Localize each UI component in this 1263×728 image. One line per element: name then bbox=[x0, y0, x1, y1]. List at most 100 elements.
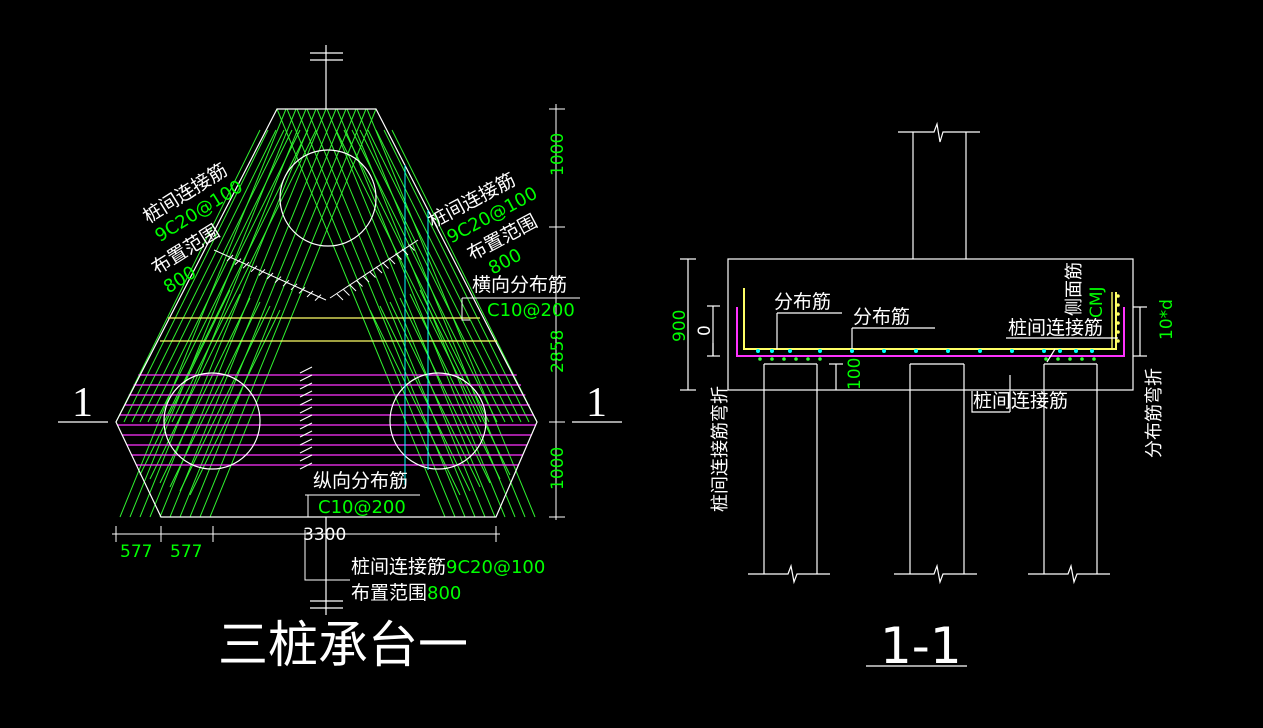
diag-rebar-line bbox=[375, 129, 522, 423]
section-mark-left: 1 bbox=[72, 380, 93, 426]
hatch-tick bbox=[299, 454, 313, 462]
cap-section-outline bbox=[727, 258, 1134, 391]
diag-rebar-line bbox=[171, 129, 317, 423]
hatch-tick bbox=[290, 283, 298, 291]
hatch-tick bbox=[343, 289, 350, 296]
dim-100: 100 bbox=[845, 358, 865, 390]
hatch-tick bbox=[299, 414, 313, 422]
column-break-line bbox=[898, 121, 980, 143]
rebar-dots-section bbox=[756, 294, 1120, 361]
hatch-tick bbox=[242, 261, 250, 269]
pile-right bbox=[389, 372, 487, 470]
diag-rebar-line bbox=[147, 129, 293, 423]
rebar-dot bbox=[1090, 349, 1094, 353]
dim-mid: 2858 bbox=[548, 330, 568, 373]
pile-cap-outline bbox=[115, 108, 538, 518]
label-tie-bottom: 桩间连接筋 bbox=[973, 390, 1068, 412]
rebar-dot bbox=[770, 349, 774, 353]
rebar-dot bbox=[850, 349, 854, 353]
label-side: 侧面筋 bbox=[1064, 262, 1085, 316]
diag-rebar-line bbox=[189, 108, 357, 518]
diag-rebar-line bbox=[335, 129, 482, 423]
diag-rebar-line bbox=[199, 108, 367, 518]
diag-rebar-line bbox=[209, 108, 377, 518]
hatch-tick bbox=[299, 462, 313, 470]
diag-rebar-line bbox=[419, 289, 511, 476]
diag-rebar-line bbox=[139, 108, 307, 518]
rebar-dot bbox=[806, 357, 810, 361]
longitudinal-distribution-rebar bbox=[117, 374, 536, 466]
piles-section bbox=[748, 363, 1110, 585]
dim-bot: 1000 bbox=[548, 447, 568, 490]
hatch-tick bbox=[375, 266, 383, 274]
dim-bottom-total: 3300 bbox=[303, 525, 346, 545]
hatch-tick bbox=[336, 293, 344, 301]
diag-rebar-line bbox=[296, 108, 466, 518]
hatch-tick bbox=[298, 287, 306, 294]
dim-10d: 10*d bbox=[1157, 299, 1177, 340]
diag-rebar-line bbox=[179, 305, 271, 492]
rebar-dot bbox=[770, 357, 774, 361]
diag-rebar-line bbox=[155, 129, 301, 423]
diag-rebar-line bbox=[369, 309, 461, 496]
hatch-tick bbox=[299, 406, 313, 414]
diag-rebar-line bbox=[189, 309, 281, 496]
label-left-vertical: 桩间连接筋弯折 bbox=[710, 386, 731, 512]
rebar-dot bbox=[914, 349, 918, 353]
hatch-tick bbox=[299, 430, 313, 438]
diag-rebar-line bbox=[316, 108, 486, 518]
rebar-dot bbox=[1116, 330, 1120, 334]
hatch-tick bbox=[369, 271, 376, 278]
pile-connecting-rebar-bands bbox=[115, 108, 538, 518]
diag-rebar-line bbox=[351, 129, 498, 423]
rebar-dot bbox=[756, 349, 760, 353]
dim-height: 900 bbox=[670, 310, 690, 342]
rebar-dot bbox=[1056, 357, 1060, 361]
rebar-dot bbox=[818, 357, 822, 361]
rebar-dot bbox=[1116, 321, 1120, 325]
diag-rebar-line bbox=[336, 108, 506, 518]
plan-title: 三桩承台一 bbox=[218, 616, 468, 674]
plan-view: 1 1 1000 2858 1000 577 577 3300 桩间连接筋 9C… bbox=[58, 45, 622, 674]
diag-rebar-line bbox=[139, 289, 231, 476]
hatch-tick bbox=[306, 290, 314, 298]
label-side-spec: CMJ bbox=[1087, 286, 1107, 318]
rebar-dot bbox=[1092, 357, 1096, 361]
diag-rebar-line bbox=[326, 108, 496, 518]
rebar-dot bbox=[1068, 357, 1072, 361]
rebar-dot bbox=[1058, 349, 1062, 353]
diag-rebar-line bbox=[379, 305, 471, 492]
rebar-dot bbox=[978, 349, 982, 353]
label-transverse-spec: C10@200 bbox=[487, 300, 575, 321]
rebar-dot bbox=[1044, 357, 1048, 361]
pile-left bbox=[163, 372, 261, 470]
hatch-tick bbox=[299, 366, 313, 374]
section-mark-right: 1 bbox=[586, 380, 607, 426]
diag-rebar-line bbox=[115, 129, 261, 423]
dim-bottom-a: 577 bbox=[120, 542, 152, 562]
dim-zero: 0 bbox=[695, 325, 715, 336]
hatch-tick bbox=[266, 272, 274, 280]
label-bottom-name: 桩间连接筋9C20@100 bbox=[351, 556, 545, 578]
hatch-tick bbox=[234, 258, 242, 265]
diag-rebar-line bbox=[149, 293, 241, 480]
hatch-tick bbox=[258, 269, 266, 276]
diag-rebar-line bbox=[169, 108, 337, 518]
label-longitudinal: 纵向分布筋 bbox=[313, 470, 408, 492]
dim-bottom-b: 577 bbox=[170, 542, 202, 562]
rebar-hatch-ticks bbox=[226, 244, 415, 470]
diag-rebar-line bbox=[123, 129, 269, 423]
hatch-tick bbox=[226, 254, 234, 262]
vertical-dimension-chain bbox=[549, 104, 565, 520]
diag-rebar-line bbox=[179, 108, 347, 518]
dim-top: 1000 bbox=[548, 133, 568, 176]
rebar-dot bbox=[1116, 294, 1120, 298]
rebar-dot bbox=[818, 349, 822, 353]
diag-rebar-line bbox=[139, 129, 285, 423]
section-title: 1-1 bbox=[880, 617, 962, 675]
hatch-tick bbox=[299, 398, 313, 406]
diag-rebar-line bbox=[306, 108, 476, 518]
rebar-dot bbox=[1074, 349, 1078, 353]
hatch-tick bbox=[349, 284, 357, 292]
